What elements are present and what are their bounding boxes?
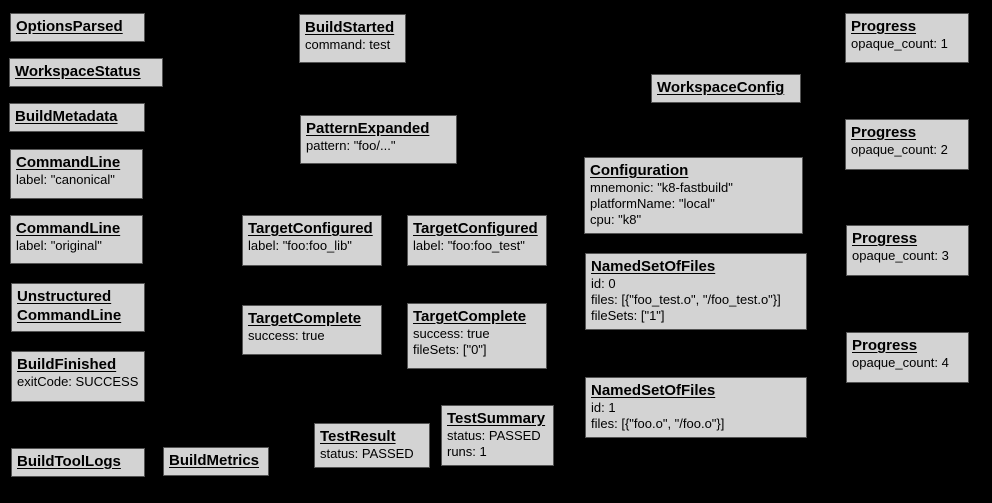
event-title: TargetComplete [248, 310, 362, 327]
event-field: files: [{"foo.o", "/foo.o"}] [591, 416, 725, 431]
event-title: TestResult [320, 428, 396, 445]
event-title: TargetConfigured [413, 220, 538, 237]
event-field: label: "original" [16, 238, 102, 253]
event-box-progress-3: Progress opaque_count: 3 [846, 225, 969, 276]
event-title: CommandLine [16, 220, 121, 237]
event-box-build-tool-logs: BuildToolLogs [11, 448, 145, 477]
event-title: BuildFinished [17, 356, 117, 373]
event-box-target-configured-test: TargetConfigured label: "foo:foo_test" [407, 215, 547, 266]
event-field: mnemonic: "k8-fastbuild" [590, 180, 733, 195]
event-title: WorkspaceConfig [657, 79, 785, 96]
event-title: BuildStarted [305, 19, 395, 36]
event-box-configuration: Configuration mnemonic: "k8-fastbuild" p… [584, 157, 803, 234]
event-box-named-set-of-files-0: NamedSetOfFiles id: 0 files: [{"foo_test… [585, 253, 807, 330]
event-field: opaque_count: 1 [851, 36, 948, 51]
event-box-target-complete-test: TargetComplete success: true fileSets: [… [407, 303, 547, 369]
event-title: NamedSetOfFiles [591, 258, 716, 275]
event-field: files: [{"foo_test.o", "/foo_test.o"}] [591, 292, 781, 307]
event-field: status: PASSED [320, 446, 414, 461]
event-field: label: "foo:foo_lib" [248, 238, 352, 253]
event-title: WorkspaceStatus [15, 63, 141, 80]
event-box-unstructured-command-line: Unstructured CommandLine [11, 283, 145, 332]
event-title: Progress [852, 337, 918, 354]
event-title: TargetComplete [413, 308, 527, 325]
event-box-target-complete-lib: TargetComplete success: true [242, 305, 382, 355]
event-box-target-configured-lib: TargetConfigured label: "foo:foo_lib" [242, 215, 382, 266]
event-title: Progress [851, 124, 917, 141]
event-field: fileSets: ["0"] [413, 342, 487, 357]
event-field: pattern: "foo/..." [306, 138, 396, 153]
event-title: TestSummary [447, 410, 546, 427]
event-field: id: 0 [591, 276, 616, 291]
event-field: exitCode: SUCCESS [17, 374, 139, 389]
event-box-command-line-original: CommandLine label: "original" [10, 215, 143, 264]
event-title: BuildMetrics [169, 452, 260, 469]
event-field: runs: 1 [447, 444, 487, 459]
event-box-build-metadata: BuildMetadata [9, 103, 145, 132]
event-box-named-set-of-files-1: NamedSetOfFiles id: 1 files: [{"foo.o", … [585, 377, 807, 438]
event-box-workspace-config: WorkspaceConfig [651, 74, 801, 103]
event-box-progress-4: Progress opaque_count: 4 [846, 332, 969, 383]
event-box-progress-2: Progress opaque_count: 2 [845, 119, 969, 170]
event-field: status: PASSED [447, 428, 541, 443]
event-field: opaque_count: 4 [852, 355, 949, 370]
event-title: TargetConfigured [248, 220, 373, 237]
event-title: NamedSetOfFiles [591, 382, 716, 399]
event-field: id: 1 [591, 400, 616, 415]
event-field: fileSets: ["1"] [591, 308, 665, 323]
event-box-build-finished: BuildFinished exitCode: SUCCESS [11, 351, 145, 402]
event-field: opaque_count: 2 [851, 142, 948, 157]
event-title: BuildToolLogs [17, 453, 121, 470]
event-title: BuildMetadata [15, 108, 118, 125]
event-title: Configuration [590, 162, 689, 179]
event-title: CommandLine [16, 154, 121, 171]
event-field: command: test [305, 37, 391, 52]
event-box-workspace-status: WorkspaceStatus [9, 58, 163, 87]
event-title: OptionsParsed [16, 18, 123, 35]
event-field: platformName: "local" [590, 196, 715, 211]
event-title: PatternExpanded [306, 120, 430, 137]
event-box-progress-1: Progress opaque_count: 1 [845, 13, 969, 63]
event-box-build-started: BuildStarted command: test [299, 14, 406, 63]
event-box-command-line-canonical: CommandLine label: "canonical" [10, 149, 143, 199]
event-field: success: true [413, 326, 490, 341]
event-field: success: true [248, 328, 325, 343]
event-field: label: "foo:foo_test" [413, 238, 525, 253]
event-field: opaque_count: 3 [852, 248, 949, 263]
event-box-build-metrics: BuildMetrics [163, 447, 269, 476]
event-title: Progress [851, 18, 917, 35]
event-box-test-summary: TestSummary status: PASSED runs: 1 [441, 405, 554, 466]
event-title: Unstructured CommandLine [17, 288, 122, 324]
event-box-pattern-expanded: PatternExpanded pattern: "foo/..." [300, 115, 457, 164]
event-box-options-parsed: OptionsParsed [10, 13, 145, 42]
event-box-test-result: TestResult status: PASSED [314, 423, 430, 468]
event-title: Progress [852, 230, 918, 247]
event-field: label: "canonical" [16, 172, 115, 187]
event-field: cpu: "k8" [590, 212, 642, 227]
